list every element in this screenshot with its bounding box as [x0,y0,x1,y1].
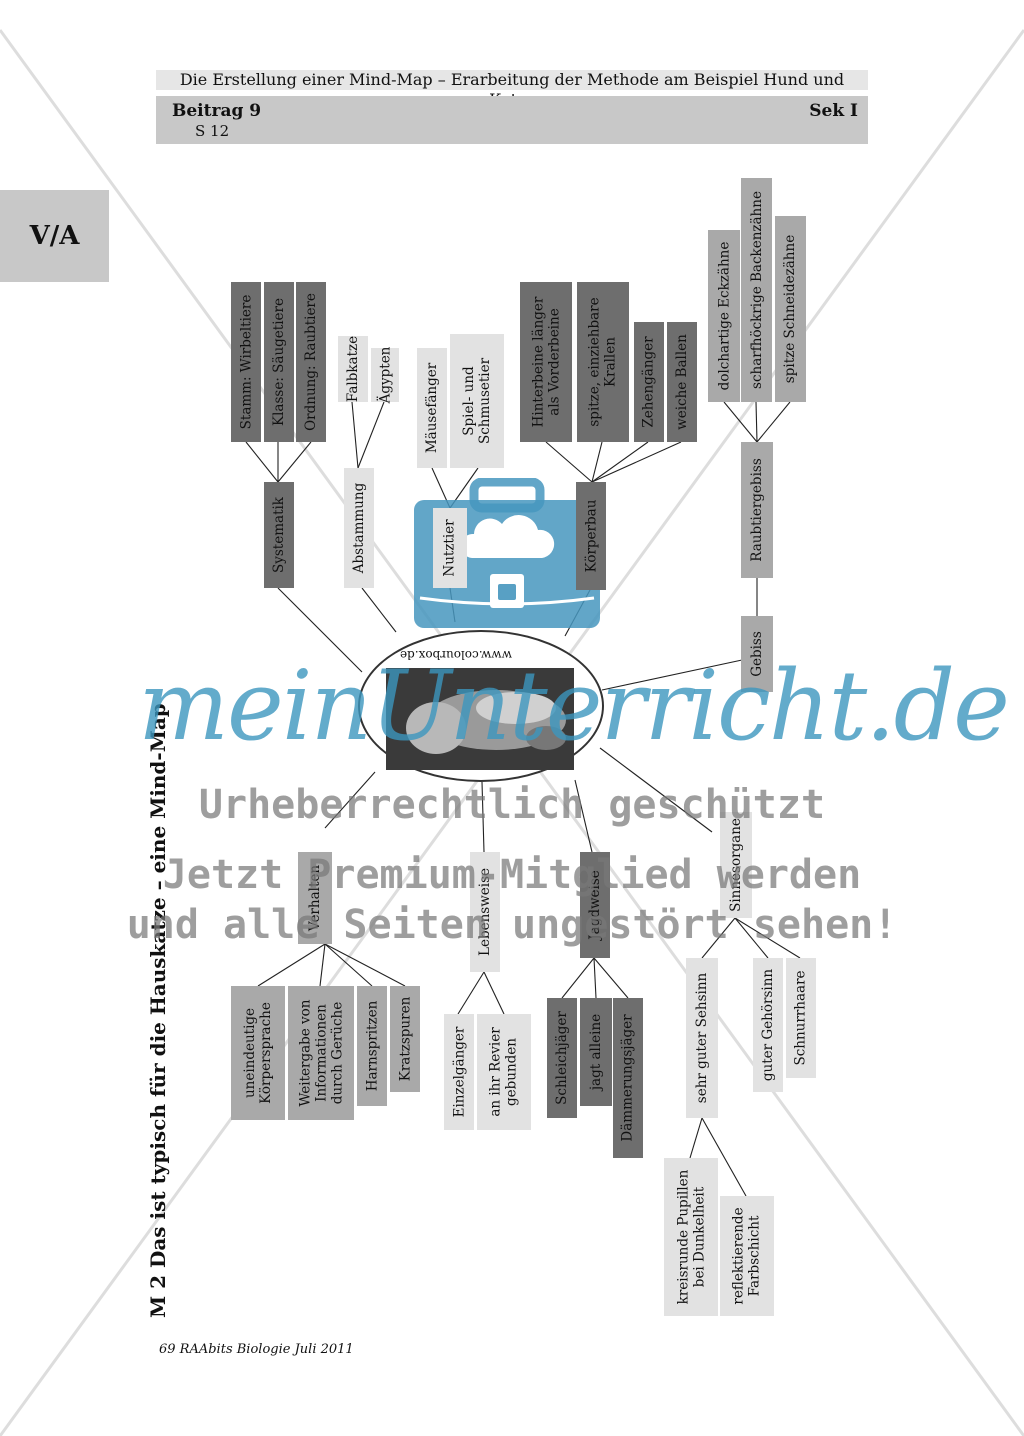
node-maeusefaenger: Mäusefänger [417,348,447,468]
node-zehengaenger: Zehengänger [634,322,664,442]
node-revier: an ihr Revier gebunden [477,1014,531,1130]
node-jagt-alleine: jagt alleine [580,998,612,1106]
node-hinterbeine: Hinterbeine länger als Vorderbeine [520,282,572,442]
branch-jagdweise: Jagdweise [580,852,610,958]
node-kratzspuren: Kratzspuren [390,986,420,1092]
node-gehoersinn: guter Gehörsinn [753,958,783,1092]
node-aegypten: Ägypten [371,347,399,403]
branch-nutztier: Nutztier [433,508,467,588]
branch-gebiss: Gebiss [741,616,773,692]
page-number: S 12 [195,122,230,140]
node-klasse: Klasse: Säugetiere [264,282,294,442]
cat-photo [386,668,574,770]
node-schnurrhaare: Schnurrhaare [786,958,816,1078]
branch-systematik: Systematik [264,482,294,588]
node-backenzaehne: scharfhöckrige Backenzähne [741,178,772,402]
node-schleichjaeger: Schleichjäger [547,998,577,1118]
node-harnspritzen: Harnspritzen [357,986,387,1106]
side-tab: V/A [0,190,109,282]
branch-lebensweise: Lebensweise [470,852,500,972]
footer: 69 RAAbits Biologie Juli 2011 [159,1342,354,1357]
node-krallen: spitze, einziehbare Krallen [577,282,629,442]
cat-photo-graphic [386,668,574,770]
node-raubtiergebiss: Raubtiergebiss [741,442,773,578]
node-sehsinn: sehr guter Sehsinn [686,958,718,1118]
node-gerueche: Weitergabe von Informationen durch Gerüc… [288,986,354,1120]
node-pupillen: kreisrunde Pupillen bei Dunkelheit [664,1158,718,1316]
branch-abstammung: Abstammung [344,468,374,588]
node-farbschicht: reflektierende Farbschicht [720,1196,774,1316]
node-falbkatze: Falbkatze [338,336,368,402]
node-schneidezaehne: spitze Schneidezähne [775,216,806,402]
watermark-line-3: und alle Seiten ungestört sehen! [126,902,898,948]
node-ballen: weiche Ballen [667,322,697,442]
watermark-line-2: Jetzt Premium-Mitglied werden [162,852,862,898]
node-spiel-schmusetier: Spiel- und Schmusetier [450,334,504,468]
watermark-line-1: Urheberrechtlich geschützt [198,782,826,828]
branch-koerperbau: Körperbau [576,482,606,590]
series-title: Die Erstellung einer Mind-Map – Erarbeit… [156,70,868,109]
node-eckzaehne: dolchartige Eckzähne [708,230,740,402]
level-label: Sek I [809,101,858,121]
node-einzelgaenger: Einzelgänger [444,1014,474,1130]
beitrag-label: Beitrag 9 [172,101,262,121]
watermark-logo: meinUnterricht.de [138,650,1010,762]
node-ordnung: Ordnung: Raubtiere [296,282,326,442]
node-daemmerungsjaeger: Dämmerungsjäger [613,998,643,1158]
branch-sinnesorgane: Sinnesorgane [720,812,752,918]
node-koerpersprache: uneindeutige Körpersprache [231,986,285,1120]
branch-verhalten: Verhalten [298,852,332,944]
node-stamm: Stamm: Wirbeltiere [231,282,261,442]
header-bar [156,96,868,144]
